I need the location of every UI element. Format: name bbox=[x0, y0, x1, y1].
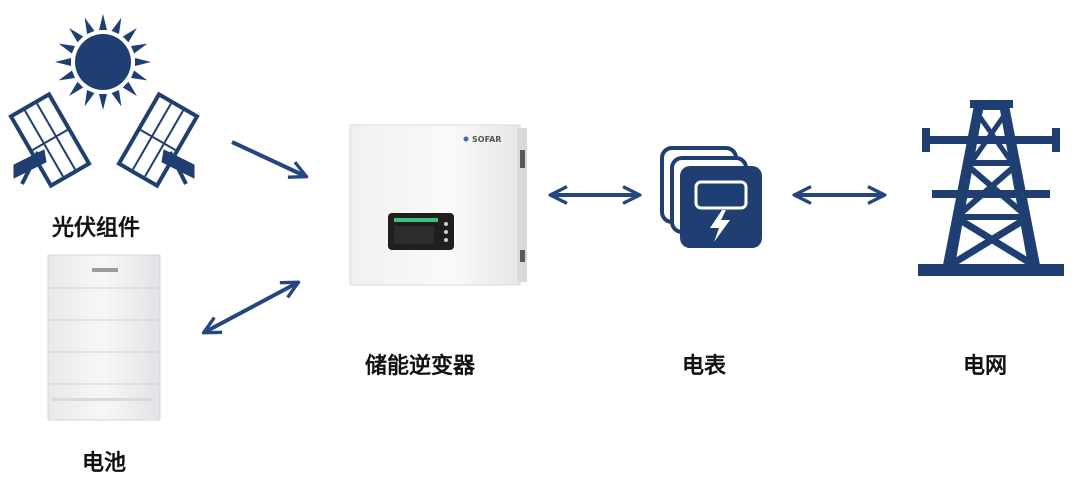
arrow-pv-to-inverter bbox=[231, 140, 305, 176]
battery-cabinet-icon bbox=[47, 254, 161, 421]
inverter-logo: SOFAR bbox=[472, 135, 501, 144]
solar-panel-icon bbox=[8, 91, 200, 189]
connection-arrows bbox=[205, 140, 883, 332]
arrow-battery-inverter bbox=[205, 283, 297, 332]
sun-icon bbox=[55, 14, 151, 110]
inverter-label: 储能逆变器 bbox=[365, 354, 476, 379]
grid-label: 电网 bbox=[963, 354, 1008, 379]
meter-label: 电表 bbox=[682, 354, 727, 379]
inverter-icon: SOFAR bbox=[349, 124, 527, 286]
transmission-tower-icon bbox=[918, 100, 1064, 276]
battery-label: 电池 bbox=[82, 451, 127, 476]
pv-label: 光伏组件 bbox=[52, 216, 141, 241]
electric-meter-icon bbox=[660, 146, 762, 248]
